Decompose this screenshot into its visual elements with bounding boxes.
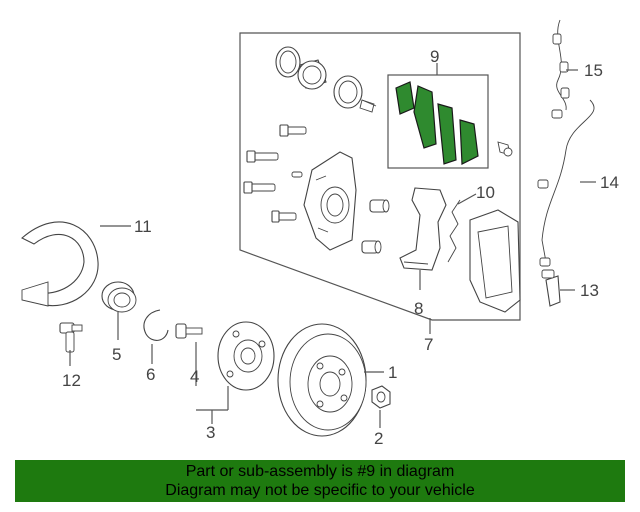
boot-clip[interactable] [359, 99, 375, 113]
callout-3: 3 [206, 423, 215, 442]
dust-shield[interactable] [21, 221, 99, 307]
banner-line-1: Part or sub-assembly is #9 in diagram [185, 463, 455, 480]
callout-9: 9 [430, 47, 439, 66]
speed-sensor-upper[interactable] [552, 19, 570, 111]
wheel-hub[interactable] [217, 321, 275, 391]
speed-sensor-harness[interactable] [537, 99, 595, 267]
brake-rotor[interactable] [277, 323, 367, 437]
callout-8: 8 [414, 299, 423, 318]
callout-1: 1 [388, 363, 397, 382]
guide-bolt-upper[interactable] [279, 124, 307, 137]
callout-7: 7 [424, 335, 433, 354]
callout-2: 2 [374, 429, 383, 448]
callout-11: 11 [134, 217, 152, 236]
guide-sleeve-lower[interactable] [361, 240, 382, 254]
guide-sleeve-upper[interactable] [369, 199, 390, 213]
brake-parts-diagram: 9 15 14 13 10 8 7 11 12 5 6 4 3 1 2 [21, 19, 619, 448]
anti-rattle-spring[interactable] [447, 199, 461, 263]
guide-bolt-left-1[interactable] [246, 150, 279, 163]
guide-bolt-left-2[interactable] [243, 181, 276, 194]
snap-ring[interactable] [143, 309, 169, 341]
part-info-banner: Part or sub-assembly is #9 in diagram Di… [15, 460, 625, 502]
wheel-speed-sensor[interactable] [541, 269, 561, 307]
caliper-piston[interactable] [297, 59, 327, 90]
callout-14: 14 [600, 173, 619, 192]
hub-nut[interactable] [371, 385, 391, 409]
banner-line-2: Diagram may not be specific to your vehi… [165, 482, 475, 499]
callout-13: 13 [580, 281, 599, 300]
callout-5: 5 [112, 345, 121, 364]
callout-4: 4 [190, 367, 199, 386]
brake-pad-kit-box [387, 74, 489, 169]
pad-clip-upper[interactable] [361, 99, 377, 107]
brake-pad-kit[interactable] [395, 81, 479, 165]
caliper-body[interactable] [303, 151, 357, 251]
guide-bolt-left-3[interactable] [271, 210, 297, 223]
wheel-bearing[interactable] [101, 281, 137, 313]
hub-bolt[interactable] [175, 323, 203, 339]
pad-clip-right[interactable] [497, 141, 513, 157]
caliper-bracket[interactable] [399, 187, 447, 271]
caliper-housing[interactable] [469, 209, 521, 313]
callout-15: 15 [584, 61, 603, 80]
leader-lines [69, 63, 596, 428]
caliper-assembly-box [239, 32, 521, 321]
shield-bolt[interactable] [59, 322, 83, 353]
piston-seal-ring[interactable] [275, 46, 301, 78]
callout-6: 6 [146, 365, 155, 384]
callout-10: 10 [476, 183, 495, 202]
bleeder-screw[interactable] [291, 171, 303, 178]
callout-12: 12 [62, 371, 81, 390]
piston-boot[interactable] [333, 75, 363, 109]
